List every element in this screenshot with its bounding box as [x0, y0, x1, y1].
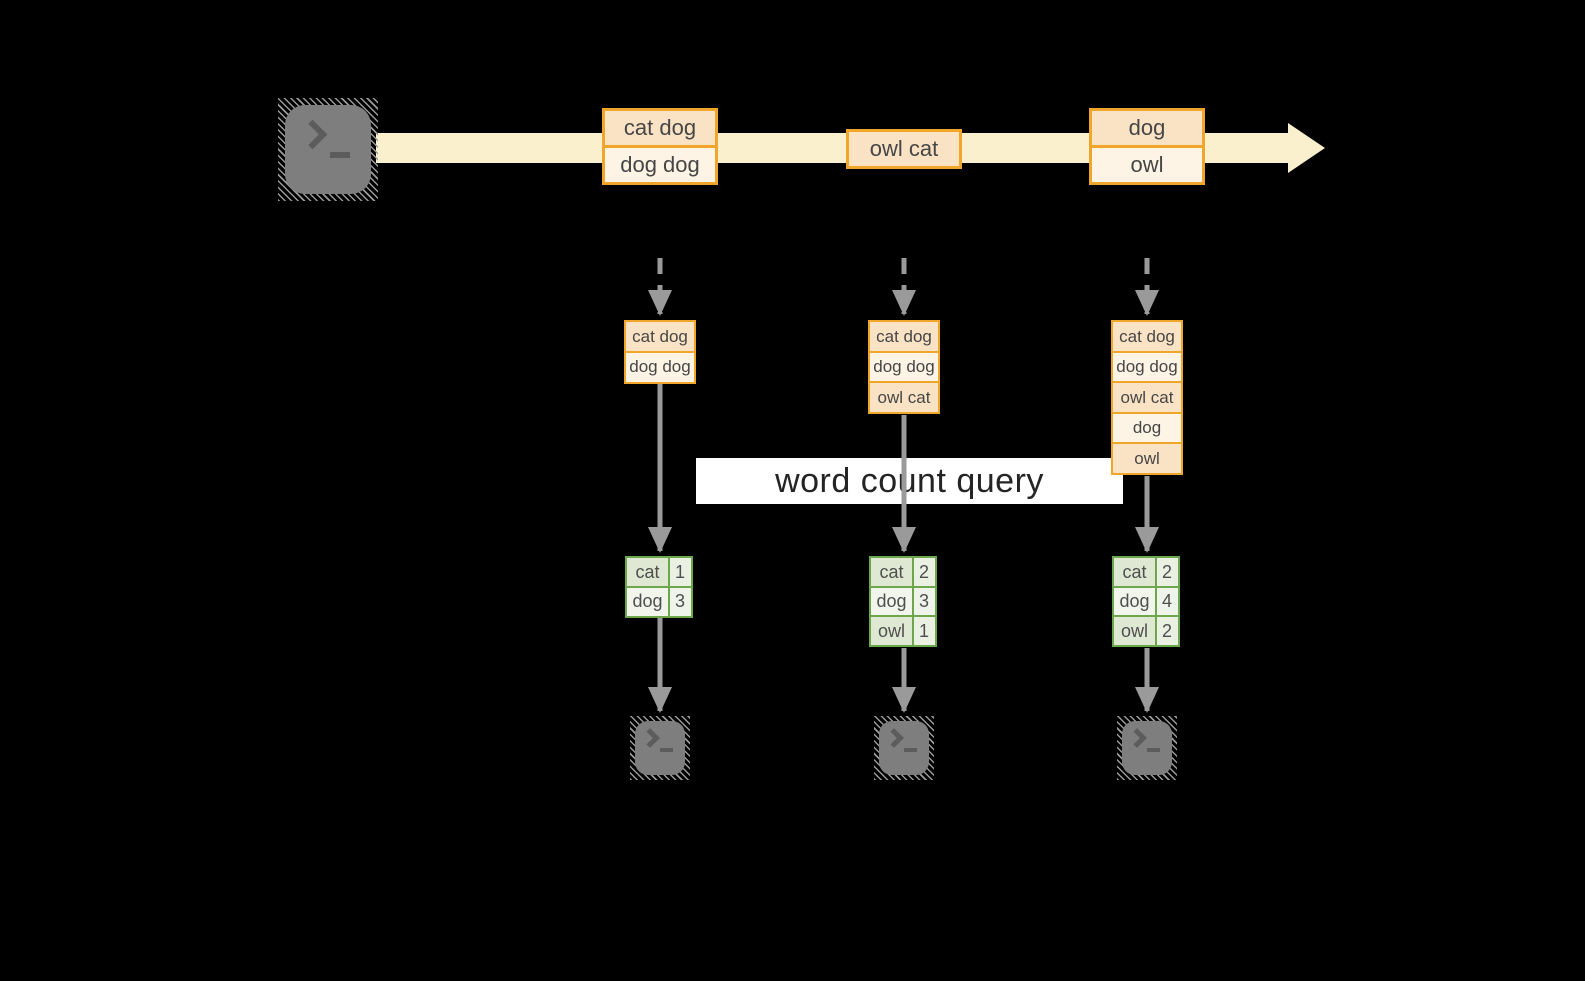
- timeline-event-1: cat dog dog dog: [602, 108, 718, 185]
- buffer-record: owl cat: [868, 381, 940, 414]
- timeline-event-3: dog owl: [1089, 108, 1205, 185]
- stream-arrowhead-icon: [1288, 123, 1325, 173]
- buffer-record: owl cat: [1111, 381, 1183, 414]
- count-cell: 2: [1154, 615, 1180, 647]
- table-row: dog 3: [869, 585, 937, 618]
- terminal-icon: [630, 716, 690, 780]
- terminal-cursor-icon: [904, 748, 917, 752]
- count-cell: 4: [1154, 585, 1180, 618]
- count-cell: 2: [1154, 556, 1180, 588]
- event-record: owl: [1089, 145, 1205, 185]
- buffer-record: cat dog: [868, 320, 940, 353]
- event-record: owl cat: [846, 129, 962, 169]
- event-record: dog: [1089, 108, 1205, 148]
- terminal-cursor-icon: [660, 748, 673, 752]
- word-cell: owl: [1112, 615, 1157, 647]
- query-label: word count query: [696, 458, 1123, 504]
- word-cell: cat: [869, 556, 914, 588]
- word-cell: cat: [1112, 556, 1157, 588]
- table-row: cat 1: [625, 556, 693, 588]
- table-row: owl 2: [1112, 615, 1180, 647]
- terminal-cursor-icon: [1147, 748, 1160, 752]
- table-row: dog 3: [625, 585, 693, 618]
- count-cell: 3: [667, 585, 693, 618]
- word-cell: dog: [1112, 585, 1157, 618]
- record-buffer-1: cat dog dog dog: [624, 320, 696, 384]
- buffer-record: owl: [1111, 442, 1183, 475]
- buffer-record: dog: [1111, 411, 1183, 445]
- count-cell: 3: [911, 585, 937, 618]
- terminal-cursor-icon: [330, 152, 350, 158]
- count-table-3: cat 2 dog 4 owl 2: [1112, 556, 1180, 647]
- terminal-icon: [278, 98, 378, 201]
- terminal-icon: [874, 716, 934, 780]
- count-table-2: cat 2 dog 3 owl 1: [869, 556, 937, 647]
- count-table-1: cat 1 dog 3: [625, 556, 693, 618]
- table-row: cat 2: [1112, 556, 1180, 588]
- record-buffer-2: cat dog dog dog owl cat: [868, 320, 940, 414]
- table-row: cat 2: [869, 556, 937, 588]
- record-buffer-3: cat dog dog dog owl cat dog owl: [1111, 320, 1183, 475]
- timeline-event-2: owl cat: [846, 129, 962, 169]
- count-cell: 1: [911, 615, 937, 647]
- terminal-body: [285, 105, 371, 194]
- table-row: owl 1: [869, 615, 937, 647]
- buffer-record: dog dog: [624, 350, 696, 384]
- event-record: cat dog: [602, 108, 718, 148]
- terminal-icon: [1117, 716, 1177, 780]
- event-record: dog dog: [602, 145, 718, 185]
- word-cell: owl: [869, 615, 914, 647]
- buffer-record: cat dog: [624, 320, 696, 353]
- word-cell: dog: [869, 585, 914, 618]
- table-row: dog 4: [1112, 585, 1180, 618]
